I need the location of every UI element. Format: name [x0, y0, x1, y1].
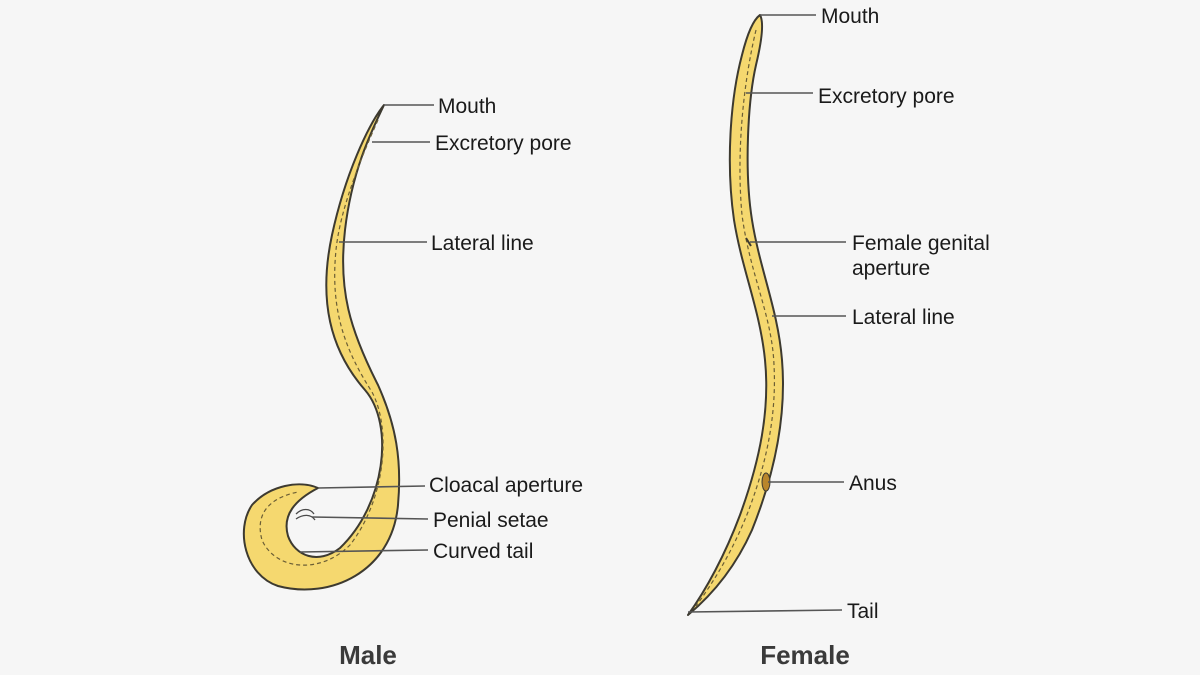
female-anus-label: Anus	[849, 472, 897, 495]
female-tail-leader	[687, 609, 843, 613]
female-genital-aperture-label-line2: aperture	[852, 257, 930, 280]
female-mouth-label: Mouth	[821, 5, 879, 28]
female-lateral-line-label: Lateral line	[852, 306, 955, 329]
female-worm	[687, 14, 784, 616]
female-genital-aperture-label-line1: Female genital	[852, 232, 990, 255]
female-genital-aperture-mark	[745, 237, 752, 247]
male-cloacal-aperture-label: Cloacal aperture	[429, 474, 583, 497]
male-worm	[242, 104, 401, 591]
male-curved-tail-label: Curved tail	[433, 540, 533, 563]
male-lateral-line	[259, 119, 384, 566]
male-cloacal-aperture-leader	[317, 485, 426, 489]
male-excretory-pore-label: Excretory pore	[435, 132, 572, 155]
female-excretory-pore-label: Excretory pore	[818, 85, 955, 108]
male-leaders	[299, 104, 434, 553]
male-lateral-line-label: Lateral line	[431, 232, 534, 255]
female-worm-body	[687, 14, 784, 616]
female-leaders	[687, 14, 846, 613]
male-penial-setae-label: Penial setae	[433, 509, 549, 532]
female-tail-label: Tail	[847, 600, 879, 623]
male-penial-setae-leader	[311, 516, 429, 520]
male-penial-setae	[295, 508, 316, 521]
male-curved-tail-leader	[299, 549, 429, 553]
male-worm-body	[242, 104, 401, 591]
male-mouth-label: Mouth	[438, 95, 496, 118]
male-caption: Male	[339, 640, 397, 670]
female-lateral-line	[695, 29, 776, 607]
female-caption: Female	[760, 640, 850, 670]
